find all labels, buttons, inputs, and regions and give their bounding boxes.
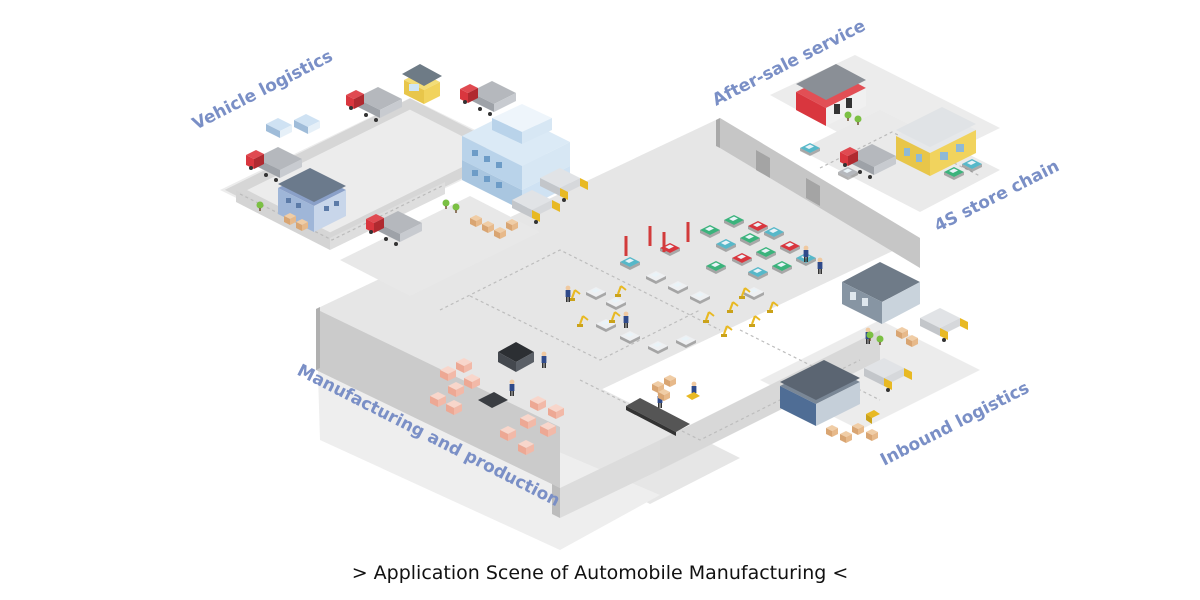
headquarters-building-icon	[462, 104, 570, 210]
figure-caption: > Application Scene of Automobile Manufa…	[351, 562, 849, 584]
gatehouse-icon	[402, 64, 442, 104]
machine-icon	[478, 342, 534, 408]
4s-store-building-icon	[896, 107, 976, 176]
forklift-icon	[686, 392, 880, 424]
conveyor-icon	[626, 398, 690, 436]
warehouse-icon	[780, 360, 860, 426]
car-lift-icon	[624, 222, 690, 256]
service-center-building-icon	[796, 64, 866, 126]
parts-supplier-building-icon	[842, 262, 920, 324]
small-houses-icon	[266, 114, 320, 138]
